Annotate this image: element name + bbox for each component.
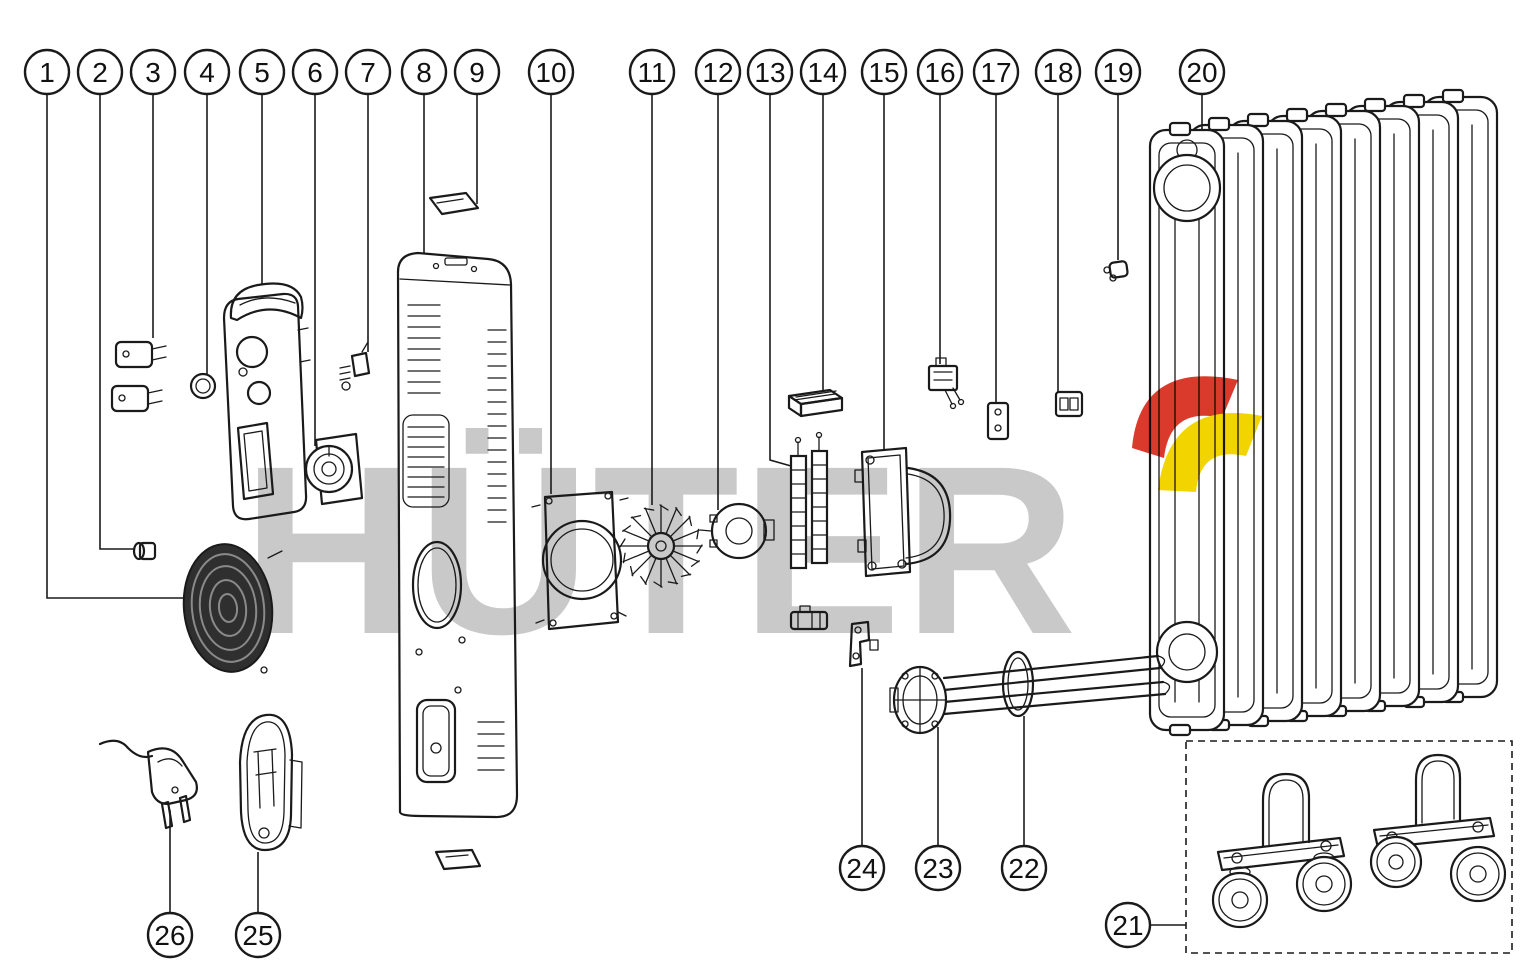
callout-number-13: 13 [754,57,785,88]
callout-3: 3 [129,48,177,338]
callout-20: 20 [1178,48,1226,130]
callout-22: 22 [1000,716,1048,892]
callout-2: 2 [76,48,134,550]
part-7-spring-bracket [339,341,371,391]
part-2-knob [132,541,157,561]
callout-10: 10 [527,48,575,494]
callout-number-17: 17 [980,57,1011,88]
callout-26: 26 [146,810,194,959]
part-5-control-panel [222,282,311,521]
callout-number-21: 21 [1112,910,1143,941]
callout-number-4: 4 [199,57,215,88]
part-15-mounting-bracket [854,446,952,578]
part-17-mounting-plate [986,401,1010,441]
callout-number-22: 22 [1008,853,1039,884]
callout-12: 12 [694,48,742,510]
callout-7: 7 [344,48,392,352]
callout-19: 19 [1094,48,1142,260]
callout-number-2: 2 [92,57,108,88]
callout-16: 16 [916,48,964,364]
callout-5: 5 [238,48,286,284]
part-8-front-housing [396,251,519,871]
part-20-radiator-body [1148,88,1499,737]
callout-13: 13 [746,48,794,467]
callout-number-1: 1 [39,57,55,88]
callout-21: 21 [1104,901,1186,949]
callout-number-14: 14 [807,57,838,88]
callout-14: 14 [799,48,847,390]
callout-6: 6 [291,48,339,446]
logo-yellow-stripe [1158,413,1262,492]
callout-15: 15 [860,48,908,450]
callout-number-5: 5 [254,57,270,88]
brand-logo [1132,376,1262,492]
callout-25: 25 [234,852,282,959]
part-24-bracket [848,620,879,668]
callout-23: 23 [914,727,962,892]
callout-number-19: 19 [1102,57,1133,88]
part-26-power-plug [98,739,198,830]
part-1-rear-grille [182,543,283,674]
callout-number-9: 9 [469,57,485,88]
part-9-top-plate [428,191,480,216]
callout-number-12: 12 [702,57,733,88]
callout-number-25: 25 [242,920,273,951]
terminal-block [789,605,829,631]
callout-9: 9 [453,48,501,204]
part-23-heating-element [889,654,1171,735]
callout-number-18: 18 [1042,57,1073,88]
part-3-switch-pair [110,340,167,413]
part-25-rear-cover [238,713,303,852]
part-12-fan-motor [699,502,775,560]
callout-1: 1 [23,48,183,599]
callout-18: 18 [1034,48,1082,392]
logo-red-stripe [1132,376,1238,458]
part-6-thermostat-knob [304,432,364,506]
callout-number-11: 11 [637,57,666,88]
callout-number-8: 8 [416,57,432,88]
callout-8: 8 [400,48,448,253]
part-14-terminal-box [787,388,844,418]
callout-number-24: 24 [846,853,877,884]
callout-number-7: 7 [360,57,376,88]
callout-number-6: 6 [307,57,323,88]
callout-4: 4 [183,48,231,374]
part-4-ring [189,372,217,400]
callout-number-15: 15 [868,57,899,88]
part-18-power-terminal [1054,390,1084,418]
callout-number-23: 23 [922,853,953,884]
part-11-fan-impeller [619,504,703,588]
part-21-caster-assembly [1185,740,1513,954]
callout-number-16: 16 [924,57,955,88]
callout-number-26: 26 [154,920,185,951]
callout-17: 17 [972,48,1020,403]
part-22-gasket-ring [1001,650,1035,718]
part-16-thermal-switch [927,357,965,410]
callout-number-20: 20 [1186,57,1217,88]
part-13-heating-plates [789,431,829,570]
callout-24: 24 [838,668,886,892]
callout-number-3: 3 [145,57,161,88]
part-19-cable-clip [1103,260,1129,282]
callout-11: 11 [628,48,676,505]
part-10-grille-frame [531,490,629,631]
callout-number-10: 10 [535,57,566,88]
